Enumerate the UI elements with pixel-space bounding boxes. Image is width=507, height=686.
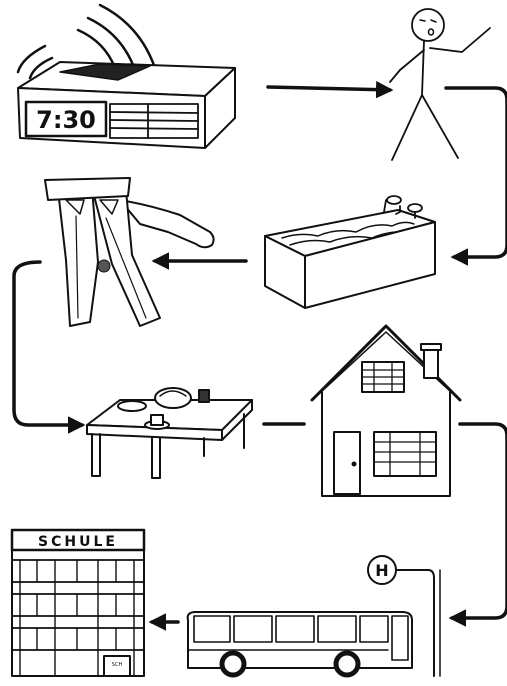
arrow-clothes-to-table (12, 260, 86, 434)
clothes-illustration (44, 177, 215, 327)
stretching-person-illustration (389, 8, 491, 161)
plate (117, 400, 147, 412)
school-door (103, 655, 131, 677)
house-window (373, 431, 437, 477)
cup (150, 414, 164, 426)
school-sign-text: SCHULE (38, 534, 118, 550)
bathtub-taps (383, 195, 423, 219)
alarm-clock-illustration: 7:30 (16, 3, 236, 149)
bus-stop-sign-text: H (375, 561, 388, 580)
person-head (411, 8, 445, 42)
alarm-speaker-grille (59, 63, 151, 81)
school-building-illustration: SCHULE SCH (10, 528, 146, 677)
school-building (11, 531, 145, 677)
alarm-button-panel (109, 103, 199, 139)
bathtub-illustration (264, 195, 436, 309)
shirt-sleeve (119, 199, 215, 249)
house-illustration (310, 324, 462, 497)
pants-waistband (44, 177, 131, 201)
pants-pocket-right (99, 199, 119, 215)
bus-wheel-rear (333, 650, 361, 678)
arrow-person-to-bathtub (444, 86, 507, 266)
pants-pocket-left (65, 199, 85, 215)
bus-stop-illustration: H (367, 555, 441, 677)
school-sign (10, 528, 146, 552)
arrow-house-to-busstop (448, 422, 507, 627)
alarm-display (24, 100, 108, 138)
bus-windows (193, 615, 409, 661)
bus-wheel-front (219, 650, 247, 678)
breakfast-table-illustration (86, 387, 253, 479)
school-door-plate-text: SCH (112, 662, 123, 668)
jar (198, 389, 210, 403)
pants-patch (97, 259, 111, 273)
house-chimney (423, 347, 439, 379)
bus-illustration (186, 611, 413, 678)
arrow-clock-to-person (266, 80, 394, 99)
alarm-time-text: 7:30 (36, 106, 96, 134)
